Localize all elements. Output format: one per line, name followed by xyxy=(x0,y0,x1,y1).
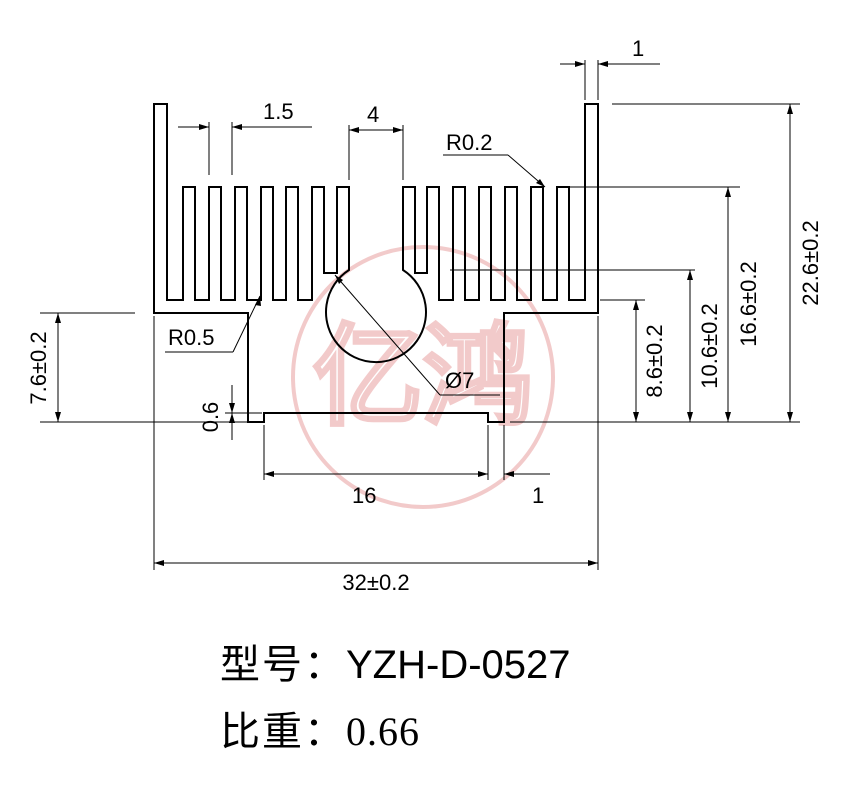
dimension-lines xyxy=(40,60,800,570)
dim-radius-fin-root: R0.5 xyxy=(168,325,214,350)
model-label: 型号： xyxy=(220,642,346,688)
dim-foot-height: 7.6±0.2 xyxy=(26,331,51,404)
model-value: YZH-D-0527 xyxy=(346,643,571,687)
dim-fin-thickness: 1.5 xyxy=(263,99,294,124)
dim-total-height: 22.6±0.2 xyxy=(798,220,823,305)
dim-inner-fin-height: 10.6±0.2 xyxy=(697,303,722,388)
watermark-logo: 亿鸿 xyxy=(291,245,555,509)
dim-fin-height: 16.6±0.2 xyxy=(736,261,761,346)
dim-total-width: 32±0.2 xyxy=(342,570,409,595)
watermark-text: 亿鸿 xyxy=(313,313,533,441)
dim-channel-width: 16 xyxy=(352,483,376,508)
dim-fin-gap-1: 1 xyxy=(632,36,644,61)
dim-lip-thickness: 0.6 xyxy=(198,402,223,433)
dim-radius-fin-tip: R0.2 xyxy=(446,130,492,155)
ratio-line: 比重：0.66 xyxy=(220,709,420,755)
dim-hole-diameter: Ø7 xyxy=(445,368,474,393)
dim-base-height: 8.6±0.2 xyxy=(642,324,667,397)
dimension-labels: 1 1.5 4 R0.2 R0.5 Ø7 16 1 32±0.2 7.6±0.2… xyxy=(26,36,823,595)
heatsink-outline xyxy=(153,103,599,423)
model-line: 型号：YZH-D-0527 xyxy=(220,645,571,685)
ratio-label: 比重： xyxy=(220,709,346,755)
dim-lip-width: 1 xyxy=(532,483,544,508)
dim-slot-width: 4 xyxy=(367,102,379,127)
arrowheads xyxy=(55,61,793,566)
ratio-value: 0.66 xyxy=(346,709,420,754)
